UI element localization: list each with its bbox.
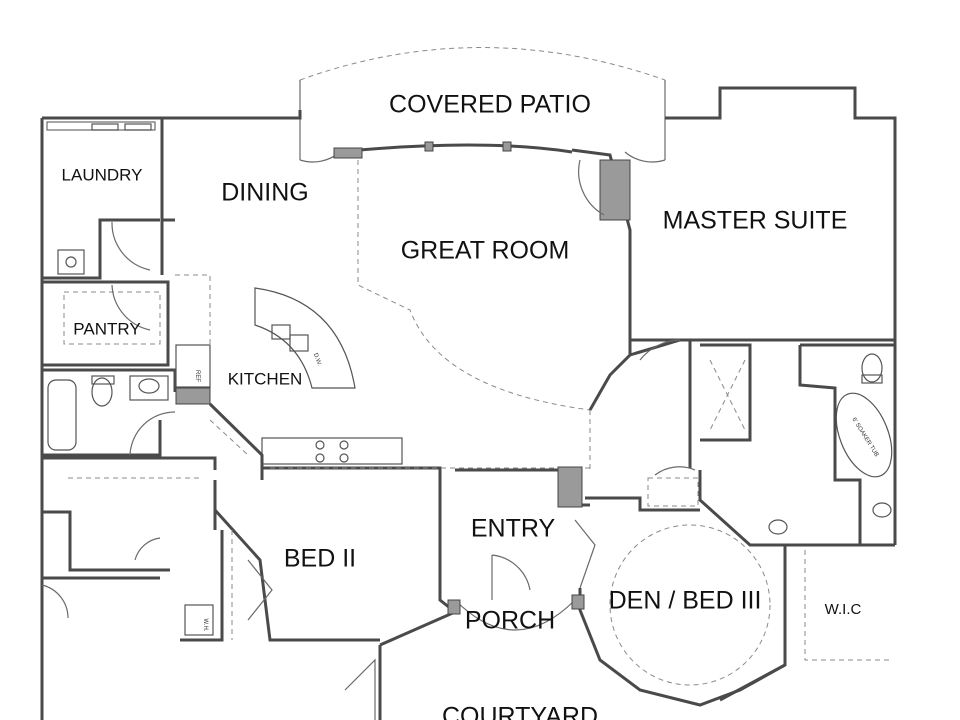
- kitchen-label: KITCHEN: [228, 369, 303, 388]
- pantry-room: [42, 280, 170, 367]
- laundry-label: LAUNDRY: [62, 165, 143, 184]
- lower-left-area: [41, 576, 382, 720]
- laundry-room: [42, 121, 160, 280]
- entry-label: ENTRY: [471, 515, 556, 543]
- bed-ii-room: [42, 456, 380, 642]
- great-room-label: GREAT ROOM: [401, 237, 570, 265]
- bed-ii-label: BED II: [284, 545, 356, 573]
- soaker-tub-label: 6' SOAKER TUB: [850, 417, 879, 458]
- dining-label: DINING: [221, 179, 309, 207]
- exterior-walls: [40, 86, 897, 720]
- wh-label: W.H.: [202, 619, 208, 632]
- covered-patio-label: COVERED PATIO: [389, 91, 591, 119]
- master-suite-label: MASTER SUITE: [663, 207, 848, 235]
- wic-label: W.I.C: [825, 601, 862, 618]
- hall-bath: [42, 368, 177, 457]
- great-room-area: [270, 148, 632, 470]
- den-bed-iii-label: DEN / BED III: [609, 587, 762, 615]
- kitchen-area: [160, 218, 442, 478]
- master-suite-area: [629, 338, 895, 661]
- dw-label: D.W.: [312, 353, 322, 368]
- porch-label: PORCH: [465, 607, 555, 635]
- pantry-label: PANTRY: [73, 319, 140, 338]
- ref-label: REF: [194, 370, 200, 382]
- courtyard-label: COURTYARD: [442, 703, 598, 720]
- covered-patio-area: [299, 47, 666, 163]
- entry-den-area: [379, 466, 786, 707]
